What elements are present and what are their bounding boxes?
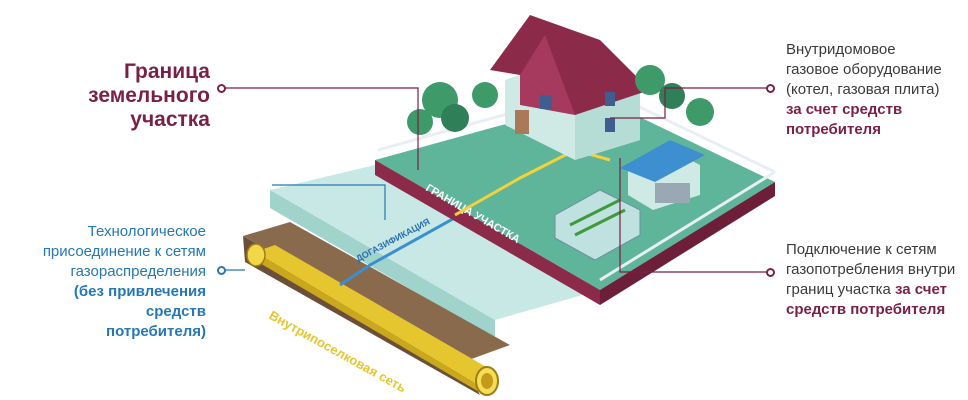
- indoor-equipment-callout: Внутридомовое газовое оборудование (коте…: [786, 40, 966, 140]
- connect-line-1: Подключение к сетям: [786, 241, 937, 258]
- consumption-connection-marker: [766, 268, 775, 277]
- tech-bold-2: потребителя): [106, 323, 206, 340]
- land-border-title-line1: Граница: [123, 60, 210, 83]
- land-border-marker: [217, 84, 226, 93]
- tech-line-1: Технологическое: [87, 223, 206, 240]
- connect-bold-1: средств потребителя: [786, 301, 946, 318]
- tech-connection-marker: [217, 266, 226, 275]
- connect-line-3-text: границ участка: [786, 281, 891, 298]
- trench: [243, 222, 510, 396]
- garage: [620, 140, 705, 210]
- connect-line-3: границ участка за счет: [786, 280, 966, 300]
- indoor-bold-2: потребителя: [786, 121, 881, 138]
- indoor-equipment-marker: [766, 84, 775, 93]
- trees: [407, 65, 714, 135]
- consumption-connection-callout: Подключение к сетям газопотребления внут…: [786, 240, 966, 320]
- indoor-line-2: газовое оборудование: [786, 61, 942, 78]
- road-slab: [270, 165, 600, 338]
- tech-line-2: присоединение к сетям: [42, 243, 206, 260]
- inner-gas-line: [454, 148, 611, 217]
- indoor-line-1: Внутридомовое: [786, 41, 896, 58]
- connect-bold-inline: за счет: [895, 281, 947, 298]
- tech-line-3: газораспределения: [70, 263, 206, 280]
- land-border-title: Граница земельного участка: [20, 60, 210, 132]
- tech-connection-callout: Технологическое присоединение к сетям га…: [10, 222, 206, 342]
- land-border-title-line2: земельного участка: [88, 84, 210, 131]
- indoor-bold-1: за счет средств: [786, 101, 903, 118]
- connect-line-2: газопотребления внутри: [786, 261, 956, 278]
- tech-bold-1: (без привлечения средств: [73, 283, 206, 320]
- house: [490, 15, 650, 160]
- leader-lines: [222, 87, 770, 273]
- greenhouse: [554, 189, 641, 261]
- indoor-line-3: (котел, газовая плита): [786, 81, 940, 98]
